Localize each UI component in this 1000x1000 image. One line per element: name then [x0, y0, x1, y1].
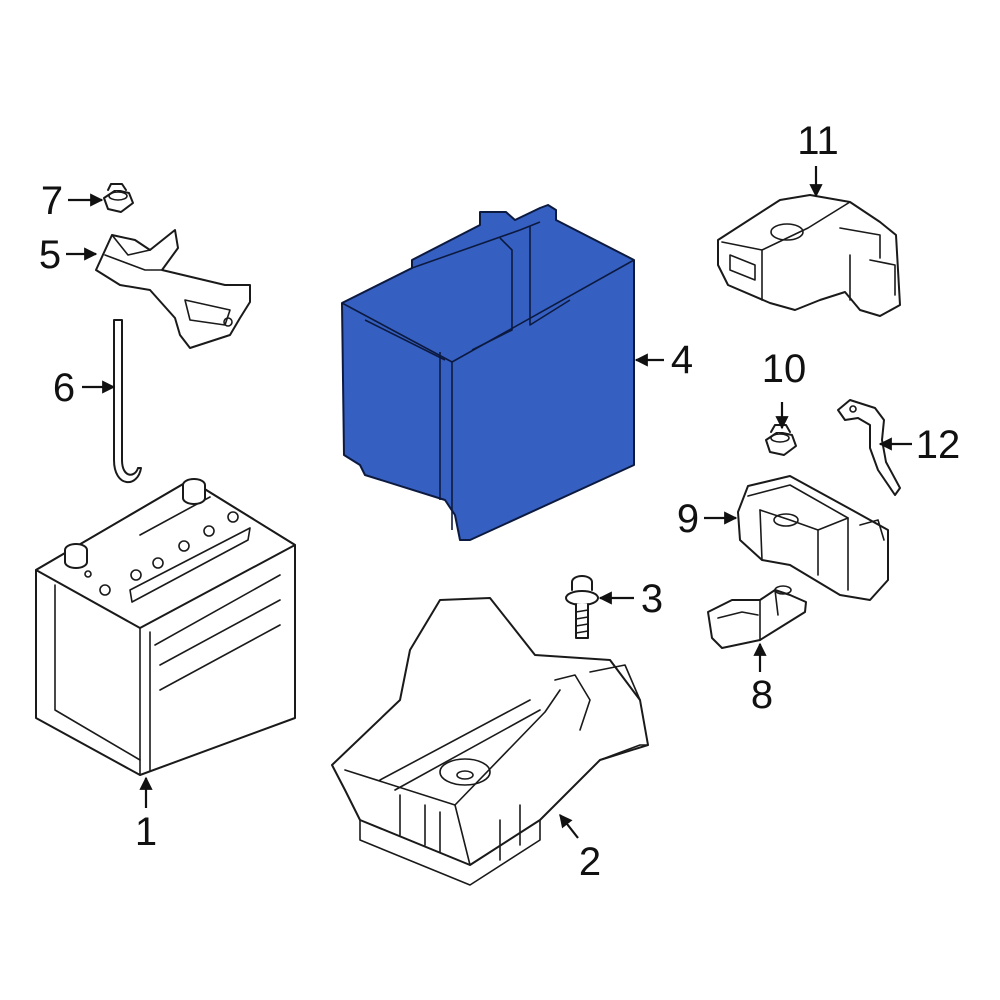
nut-right-part[interactable]: [765, 424, 797, 456]
sensor-part[interactable]: [707, 585, 807, 649]
callout-12: 12: [916, 423, 961, 467]
callout-11: 11: [797, 119, 839, 163]
fuse-box-part[interactable]: [737, 475, 889, 601]
callout-2: 2: [579, 840, 601, 884]
leader-line-2: [559, 813, 579, 839]
hold-down-bracket-part[interactable]: [95, 229, 251, 349]
callout-8: 8: [751, 673, 773, 717]
nut-top-part[interactable]: [103, 183, 134, 213]
bolt-part[interactable]: [565, 575, 599, 639]
battery-insulator-part[interactable]: [341, 204, 635, 541]
callout-7: 7: [41, 179, 63, 223]
terminal-cover-part[interactable]: [717, 194, 901, 317]
callout-9: 9: [677, 497, 699, 541]
cable-part[interactable]: [837, 399, 901, 496]
callout-5: 5: [39, 233, 61, 277]
battery-part[interactable]: [35, 478, 296, 776]
callout-6: 6: [53, 366, 75, 410]
hold-down-rod-part[interactable]: [113, 319, 142, 484]
callout-3: 3: [641, 577, 663, 621]
callout-4: 4: [671, 338, 693, 382]
battery-tray-part[interactable]: [331, 597, 649, 886]
callout-10: 10: [762, 347, 807, 391]
callout-1: 1: [135, 810, 157, 854]
